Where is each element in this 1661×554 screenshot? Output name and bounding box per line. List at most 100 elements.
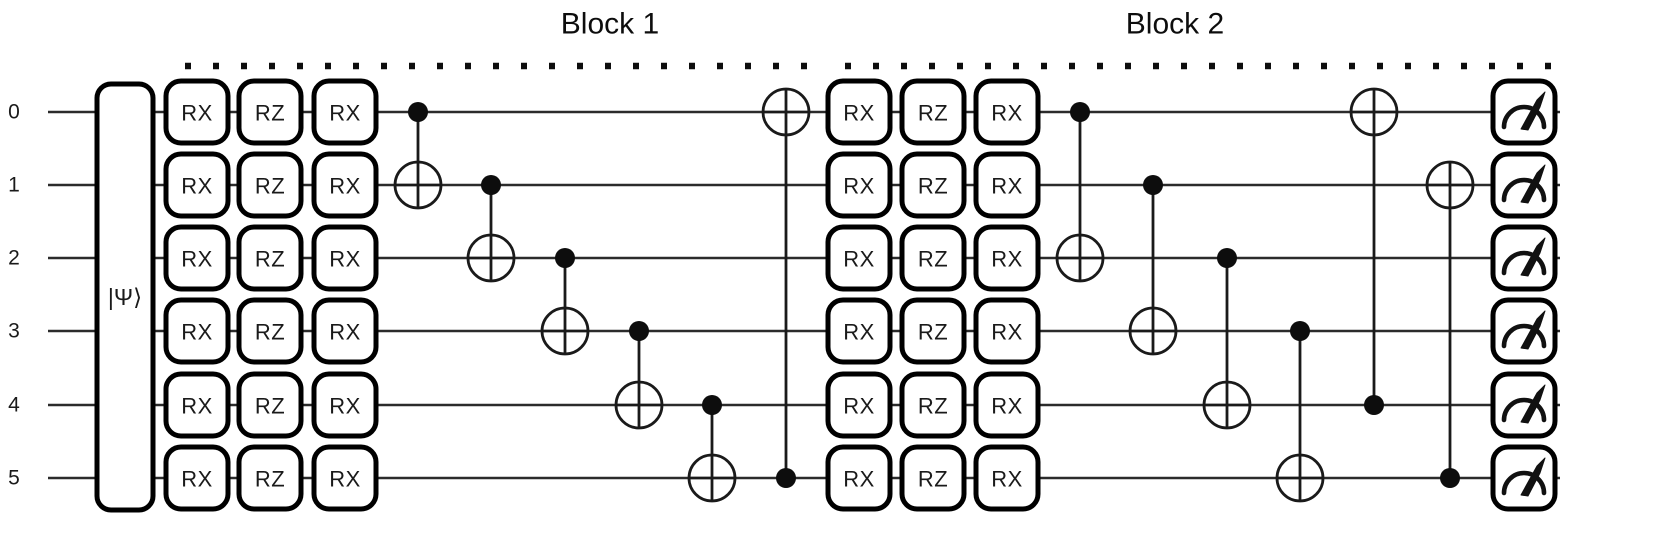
gate-text: RX [329, 101, 361, 126]
gate-rx-block2-l0-q3[interactable]: RX [825, 297, 893, 365]
gate-text: RX [329, 394, 361, 419]
cnot-block2-c5-t1[interactable] [1425, 160, 1475, 488]
gate-rz-block2-l1-q2[interactable]: RZ [899, 224, 967, 292]
gate-rz-block2-l1-q0[interactable]: RZ [899, 78, 967, 146]
block-title-block1: Block 1 [561, 8, 659, 41]
gate-text: RZ [918, 174, 948, 199]
gate-text: RX [181, 174, 213, 199]
gate-rx-block1-l0-q2[interactable]: RX [163, 224, 231, 292]
cnot-block2-c0-t2[interactable] [1055, 102, 1105, 283]
gate-rz-block2-l1-q1[interactable]: RZ [899, 151, 967, 219]
measure-meter-icon [1501, 323, 1547, 349]
gate-rx-block2-l0-q2[interactable]: RX [825, 224, 893, 292]
measure-needle-icon [1520, 457, 1546, 497]
gate-rx-block1-l2-q5[interactable]: RX [311, 444, 379, 512]
gate-rx-block1-l0-q0[interactable]: RX [163, 78, 231, 146]
gate-rz-block1-l1-q3[interactable]: RZ [236, 297, 304, 365]
gate-text: RX [843, 101, 875, 126]
gate-rx-block2-l2-q2[interactable]: RX [973, 224, 1041, 292]
cnot-control-dot [555, 248, 575, 268]
cnot-control-dot [1364, 395, 1384, 415]
gate-rx-block2-l0-q5[interactable]: RX [825, 444, 893, 512]
measurement-box [1490, 224, 1558, 292]
measurement-gate-q3[interactable] [1490, 297, 1558, 365]
cnot-block1-c4-t5[interactable] [687, 395, 737, 503]
gate-box [899, 78, 967, 146]
gate-rx-block2-l0-q4[interactable]: RX [825, 371, 893, 439]
gate-box [163, 297, 231, 365]
measure-needle-icon [1520, 164, 1546, 204]
gate-rz-block1-l1-q1[interactable]: RZ [236, 151, 304, 219]
gate-text: RX [181, 394, 213, 419]
gate-text: RX [181, 247, 213, 272]
gate-text: RZ [918, 394, 948, 419]
gate-rx-block1-l0-q1[interactable]: RX [163, 151, 231, 219]
gate-rx-block2-l2-q3[interactable]: RX [973, 297, 1041, 365]
gate-text: RX [181, 101, 213, 126]
gate-box [236, 151, 304, 219]
gate-box [825, 151, 893, 219]
measurement-gate-q4[interactable] [1490, 371, 1558, 439]
cnot-block2-c4-t0[interactable] [1349, 87, 1399, 415]
gate-rx-block2-l2-q4[interactable]: RX [973, 371, 1041, 439]
gate-text: RX [843, 320, 875, 345]
gate-rz-block1-l1-q0[interactable]: RZ [236, 78, 304, 146]
gate-text: RX [329, 320, 361, 345]
gate-box [973, 297, 1041, 365]
gate-text: RX [991, 247, 1023, 272]
gate-text: RX [329, 174, 361, 199]
gate-rz-block1-l1-q5[interactable]: RZ [236, 444, 304, 512]
cnot-control-dot [1290, 321, 1310, 341]
gate-rx-block2-l2-q1[interactable]: RX [973, 151, 1041, 219]
gate-rz-block2-l1-q3[interactable]: RZ [899, 297, 967, 365]
gate-rx-block1-l2-q0[interactable]: RX [311, 78, 379, 146]
measurement-gate-q2[interactable] [1490, 224, 1558, 292]
measurement-box [1490, 371, 1558, 439]
cnot-block2-c2-t4[interactable] [1202, 248, 1252, 430]
gate-rz-block2-l1-q5[interactable]: RZ [899, 444, 967, 512]
gate-rx-block2-l2-q5[interactable]: RX [973, 444, 1041, 512]
gate-text: RZ [255, 174, 285, 199]
gate-rx-block1-l0-q4[interactable]: RX [163, 371, 231, 439]
gate-box [899, 444, 967, 512]
gate-rx-block2-l0-q1[interactable]: RX [825, 151, 893, 219]
gate-rx-block1-l0-q5[interactable]: RX [163, 444, 231, 512]
rotation-gate-layer: RXRXRXRXRXRXRZRZRZRZRZRZRXRXRXRXRXRXRXRX… [163, 78, 1041, 512]
gate-box [236, 371, 304, 439]
measure-meter-icon [1501, 177, 1547, 203]
gate-box [236, 224, 304, 292]
measurement-gate-q1[interactable] [1490, 151, 1558, 219]
cnot-block2-c3-t5[interactable] [1275, 321, 1325, 503]
gate-rz-block2-l1-q4[interactable]: RZ [899, 371, 967, 439]
gate-rx-block2-l2-q0[interactable]: RX [973, 78, 1041, 146]
gate-box [825, 78, 893, 146]
cnot-block2-c1-t3[interactable] [1128, 175, 1178, 356]
measurement-gate-q5[interactable] [1490, 444, 1558, 512]
state-preparation-box[interactable]: |Ψ⟩ [94, 81, 156, 513]
gate-rz-block1-l1-q4[interactable]: RZ [236, 371, 304, 439]
measurement-box [1490, 78, 1558, 146]
cnot-block1-c5-t0[interactable] [761, 87, 811, 488]
gate-rx-block1-l0-q3[interactable]: RX [163, 297, 231, 365]
gate-rx-block1-l2-q1[interactable]: RX [311, 151, 379, 219]
gate-rx-block1-l2-q2[interactable]: RX [311, 224, 379, 292]
gate-rx-block1-l2-q3[interactable]: RX [311, 297, 379, 365]
measure-needle-icon [1520, 91, 1546, 131]
gate-text: RZ [918, 320, 948, 345]
cnot-block1-c3-t4[interactable] [614, 321, 664, 430]
cnot-block1-c1-t2[interactable] [466, 175, 516, 283]
gate-rz-block1-l1-q2[interactable]: RZ [236, 224, 304, 292]
measure-meter-icon [1501, 104, 1547, 130]
measurement-gate-q0[interactable] [1490, 78, 1558, 146]
gate-rx-block2-l0-q0[interactable]: RX [825, 78, 893, 146]
cnot-block1-c2-t3[interactable] [540, 248, 590, 356]
cnot-block1-c0-t1[interactable] [393, 102, 443, 210]
gate-rx-block1-l2-q4[interactable]: RX [311, 371, 379, 439]
cnot-control-dot [1143, 175, 1163, 195]
measurement-box [1490, 297, 1558, 365]
cnot-control-dot [1217, 248, 1237, 268]
cnot-control-dot [776, 468, 796, 488]
